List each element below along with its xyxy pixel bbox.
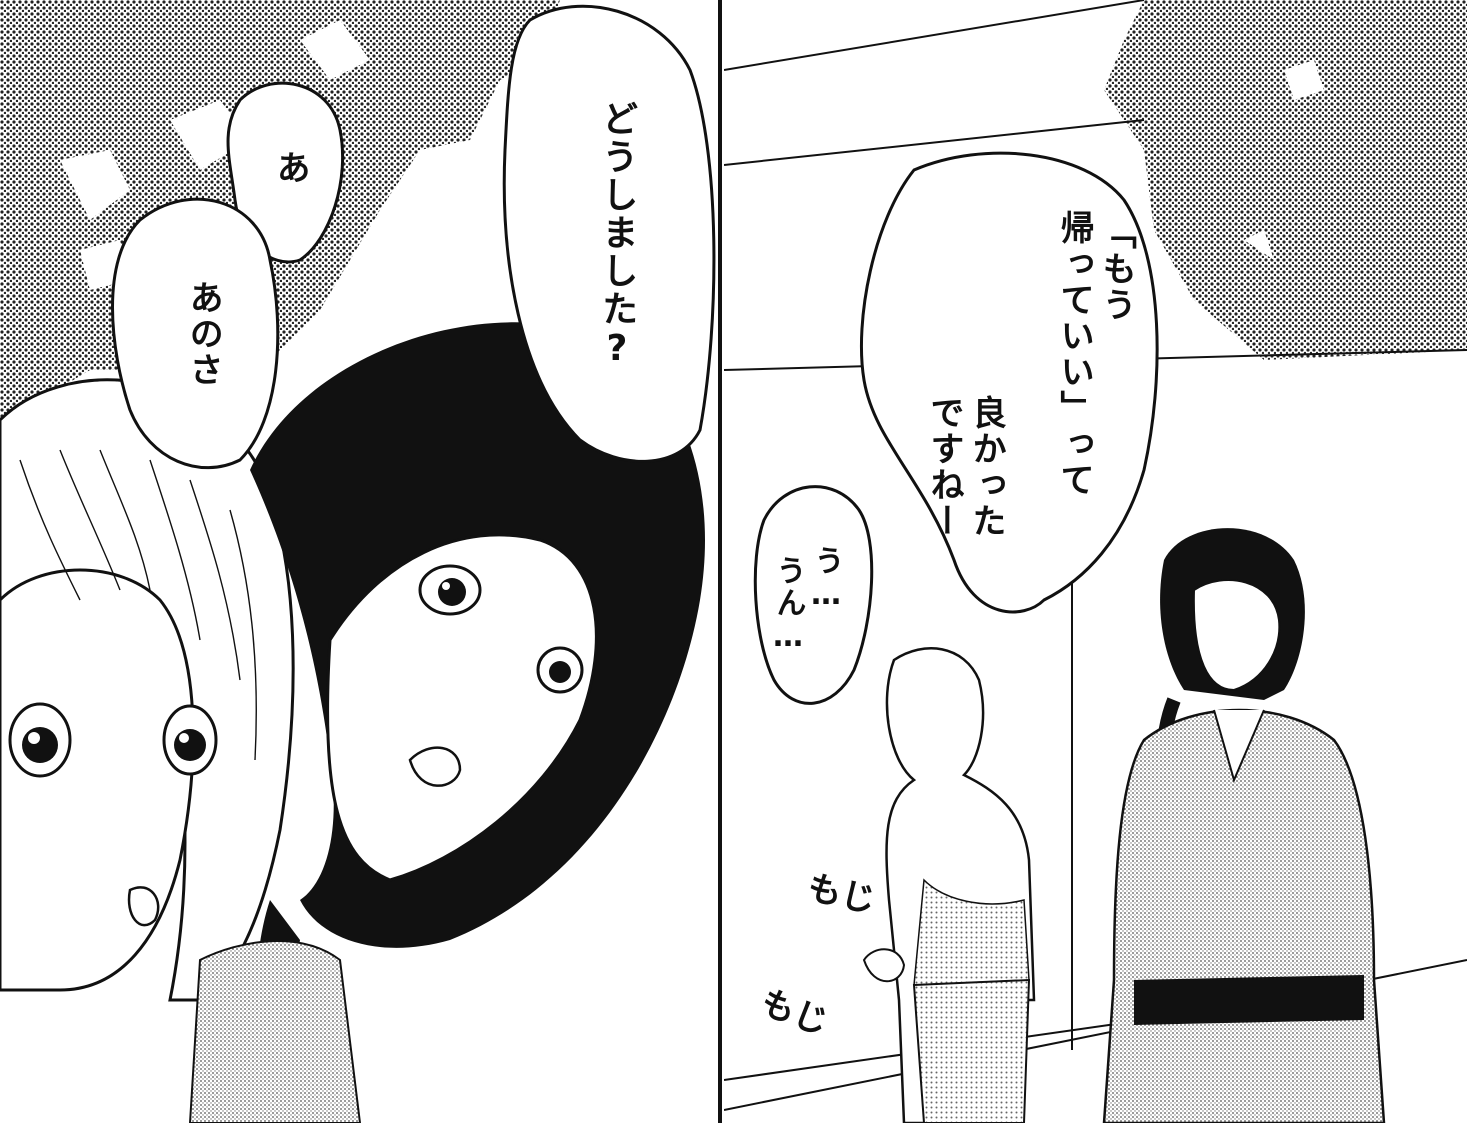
left-panel: あ あのさ どうしました? xyxy=(0,0,722,1123)
right-panel: 「もう 帰っていい」って 良かった ですねー う… うん… もじ もじ xyxy=(724,0,1467,1123)
bubble-a-text: あ xyxy=(270,150,311,186)
bubble-main-line4: ですねー xyxy=(924,395,965,539)
left-bubbles xyxy=(111,4,716,470)
bubble-main-shape xyxy=(859,151,1159,614)
bubble-main-line2: 帰っていい」って xyxy=(1054,210,1095,498)
bubble-main-line3: 良かった xyxy=(966,395,1007,539)
kimono xyxy=(188,940,362,1123)
bubble-un-shape xyxy=(753,485,874,705)
right-panel-art xyxy=(724,0,1467,1123)
bubble-main-line1: 「もう xyxy=(1096,215,1137,323)
bubble-anosa-shape xyxy=(111,197,280,470)
bubble-a-shape xyxy=(226,81,345,264)
bubble-doushimashita-text: どうしました? xyxy=(596,100,638,371)
bubble-anosa-text: あのさ xyxy=(183,280,224,388)
bubble-doushimashita-shape xyxy=(502,4,716,463)
bubble-un-line2: うん… xyxy=(770,555,806,656)
foliage-tone-right xyxy=(1104,0,1467,360)
bubble-un-line1: う… xyxy=(808,545,844,614)
right-bubbles xyxy=(753,151,1159,705)
